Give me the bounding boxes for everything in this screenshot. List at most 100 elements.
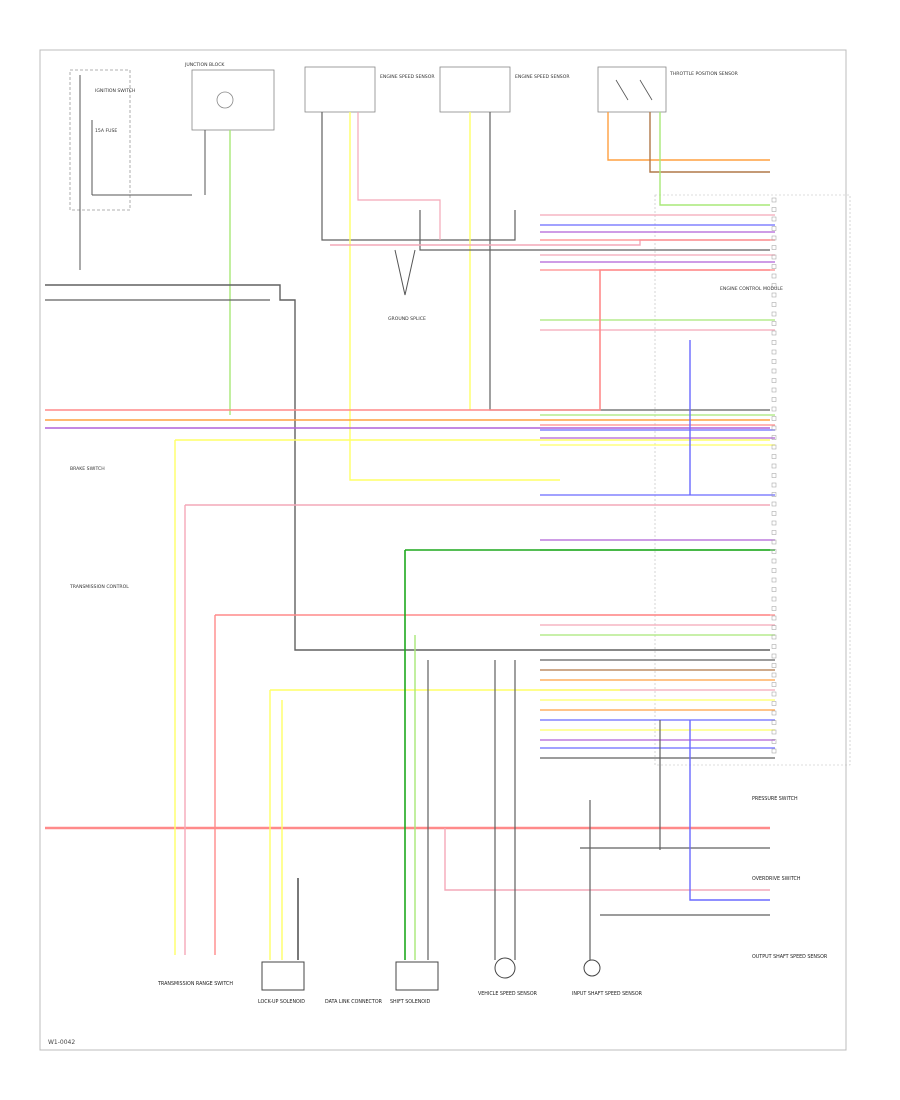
- output-shaft-speed-label: OUTPUT SHAFT SPEED SENSOR: [752, 954, 828, 960]
- ecm-pin: [771, 473, 777, 478]
- transmission-control: TRANSMISSION CONTROL: [69, 584, 129, 590]
- diagram-border: [39, 49, 847, 1051]
- ecm-pin: [771, 644, 777, 649]
- ecm-pin: [771, 349, 777, 355]
- ground-splice-label: GROUND SPLICE: [388, 316, 426, 322]
- ecm-pin: [771, 720, 777, 725]
- ecm-label: ENGINE CONTROL MODULE: [720, 286, 783, 292]
- ecm-pin: [771, 511, 777, 516]
- ecm-pin: [771, 701, 777, 706]
- ecm-pin: [771, 672, 777, 678]
- brake-switch-label: BRAKE SWITCH: [70, 466, 105, 472]
- transmission-range-switch-label: TRANSMISSION RANGE SWITCH: [157, 981, 233, 987]
- ecm-pin: [771, 425, 777, 431]
- wire-pink-ref: [330, 239, 770, 246]
- wire-blue-od: [689, 720, 770, 901]
- wire-gray-ess: [321, 112, 516, 241]
- ecm-pin: [771, 235, 777, 241]
- junction-block-top: JUNCTION BLOCK: [184, 62, 275, 195]
- ecm-pin: [771, 216, 777, 222]
- ecm-pin: [771, 463, 777, 469]
- overdrive-switch: OVERDRIVE SWITCH: [752, 876, 801, 882]
- ecm-pin: [771, 254, 777, 260]
- ecm-pin: [771, 729, 777, 735]
- ecm-pin: [771, 492, 777, 497]
- ecm-pin: [771, 587, 777, 592]
- ecm-pin: [771, 444, 777, 450]
- input-shaft-speed-label: INPUT SHAFT SPEED SENSOR: [572, 991, 643, 997]
- wire-pink-od: [444, 828, 770, 891]
- ignition-switch-block: IGNITION SWITCH 15A FUSE: [69, 69, 192, 270]
- ecm-pin: [771, 321, 777, 326]
- vehicle-speed-sensor: VEHICLE SPEED SENSOR: [478, 957, 538, 997]
- vehicle-speed-sensor-label: VEHICLE SPEED SENSOR: [478, 991, 538, 997]
- wire-gray-ess2: [489, 112, 770, 411]
- ecm-pin: [771, 340, 777, 345]
- ecm-pin: [771, 378, 777, 383]
- data-link-label: DATA LINK CONNECTOR: [325, 999, 383, 1005]
- ecm-pin: [771, 634, 777, 640]
- wire-yellow-ess1: [349, 112, 560, 481]
- ground-splice: GROUND SPLICE: [388, 249, 426, 322]
- ecm-pin: [771, 368, 777, 374]
- ecm-pin: [771, 283, 777, 288]
- ecm-pin: [771, 568, 777, 573]
- ecm-pin: [771, 406, 777, 412]
- ecm-pin: [771, 387, 777, 393]
- ecm-pin: [771, 710, 777, 716]
- engine-speed-sensor-1-label: ENGINE SPEED SENSOR: [380, 74, 435, 80]
- ecm-pin: [771, 577, 777, 583]
- ecm-pin: [771, 606, 777, 611]
- ecm-pin: [771, 482, 777, 488]
- ecm-pin: [771, 311, 777, 317]
- engine-control-module: ENGINE CONTROL MODULE: [654, 194, 851, 766]
- lockup-solenoid: LOCK-UP SOLENOID: [258, 961, 305, 1005]
- wire-gray-bus: [45, 284, 770, 651]
- ecm-pin: [771, 264, 777, 269]
- pressure-switch-label: PRESSURE SWITCH: [752, 796, 798, 802]
- junction-block-label: JUNCTION BLOCK: [184, 62, 225, 68]
- wire-runs: [45, 112, 777, 960]
- ecm-pin: [771, 748, 777, 754]
- ecm-pin: [771, 207, 777, 212]
- ecm-pin: [771, 530, 777, 535]
- pressure-switch: PRESSURE SWITCH: [752, 796, 798, 802]
- ecm-pin: [771, 739, 777, 744]
- data-link-connector: DATA LINK CONNECTOR: [325, 999, 383, 1005]
- ecm-pin: [771, 596, 777, 602]
- lockup-solenoid-label: LOCK-UP SOLENOID: [258, 999, 305, 1005]
- ecm-pin: [771, 416, 777, 421]
- shift-solenoid: SHIFT SOLENOID: [390, 961, 439, 1005]
- ecm-pin: [771, 558, 777, 564]
- engine-speed-sensor-1: ENGINE SPEED SENSOR: [304, 66, 435, 113]
- engine-speed-sensor-2-label: ENGINE SPEED SENSOR: [515, 74, 570, 80]
- ecm-pin: [771, 197, 777, 203]
- ignition-switch-label: IGNITION SWITCH: [95, 88, 135, 94]
- ecm-pin: [771, 682, 777, 687]
- throttle-position-sensor-label: THROTTLE POSITION SENSOR: [669, 71, 739, 77]
- wire-orange-tps: [607, 112, 770, 161]
- wire-brown-tps: [649, 112, 770, 173]
- transmission-control-label: TRANSMISSION CONTROL: [69, 584, 129, 590]
- ecm-pin: [771, 663, 777, 668]
- ecm-pin: [771, 653, 777, 659]
- wire-red-main: [45, 269, 770, 411]
- overdrive-switch-label: OVERDRIVE SWITCH: [752, 876, 801, 882]
- ecm-pin: [771, 226, 777, 231]
- ecm-pin: [771, 615, 777, 621]
- engine-speed-sensor-2: ENGINE SPEED SENSOR: [439, 66, 570, 113]
- ecm-pin: [771, 359, 777, 364]
- ecm-pin: [771, 330, 777, 336]
- throttle-position-sensor: THROTTLE POSITION SENSOR: [597, 66, 739, 113]
- wire-pink-ess: [357, 112, 441, 240]
- wire-gray-ref: [419, 210, 770, 251]
- footer-code: W1-0042: [48, 1039, 75, 1046]
- shift-solenoid-label: SHIFT SOLENOID: [390, 999, 430, 1005]
- wire-lightgreen-tps: [659, 112, 770, 206]
- fuse-15a-label: 15A FUSE: [95, 128, 117, 134]
- ecm-pin: [771, 292, 777, 298]
- ecm-pin: [771, 435, 777, 440]
- ecm-pin: [771, 273, 777, 279]
- ecm-pin: [771, 625, 777, 630]
